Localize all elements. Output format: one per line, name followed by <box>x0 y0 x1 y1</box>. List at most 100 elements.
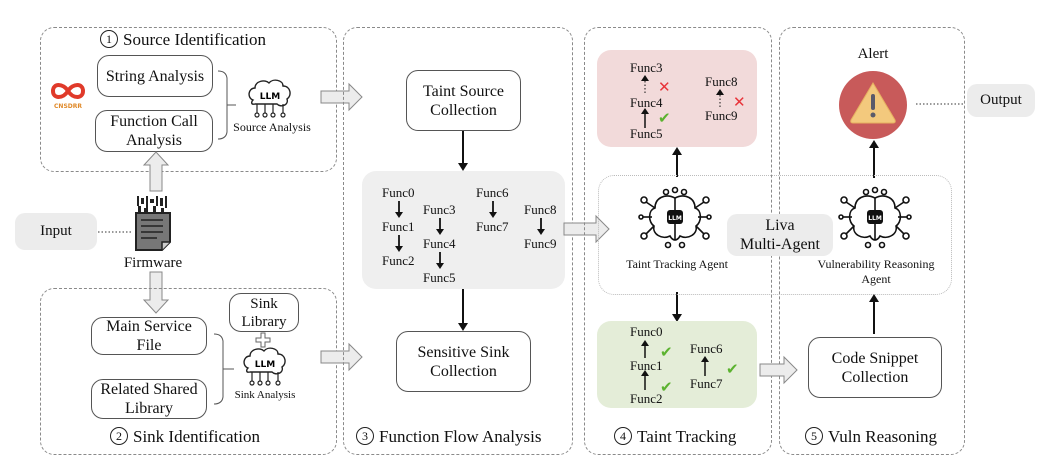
func-label: Func8 <box>705 74 738 89</box>
check-icon: ✔ <box>660 378 673 396</box>
func-label: Func4 <box>423 236 456 251</box>
func-label: Func5 <box>423 270 456 285</box>
alert-warning-icon <box>839 71 907 139</box>
chain-arrow-down <box>436 252 444 269</box>
func-label: Func7 <box>476 219 509 234</box>
flow-arrow-down <box>458 289 468 331</box>
sink-analysis-label: Sink Analysis <box>234 389 296 401</box>
snippet-to-agent-arrow <box>869 294 879 334</box>
related-shared-library-box: Related Shared Library <box>91 379 207 419</box>
chain-arrow-down <box>537 218 545 235</box>
rejected-paths-panel <box>597 50 757 147</box>
func-label: Func6 <box>690 341 723 356</box>
check-icon: ✔ <box>658 109 671 127</box>
func-label: Func2 <box>382 253 415 268</box>
sink-identification-section <box>40 288 337 455</box>
func-label: Func1 <box>630 358 663 373</box>
solid-arrow-up <box>641 108 649 128</box>
tracking-to-reasoning-arrow <box>759 355 798 385</box>
check-icon: ✔ <box>660 343 673 361</box>
func-label: Func7 <box>690 376 723 391</box>
taint-source-collection-box: Taint Source Collection <box>406 70 521 131</box>
input-badge: Input <box>15 213 97 250</box>
multi-agent-group <box>598 175 952 295</box>
svg-text:LLM: LLM <box>260 92 280 102</box>
func-label: Func3 <box>630 60 663 75</box>
sink-library-box: Sink Library <box>229 293 299 332</box>
logo-text: CNSDRR <box>54 103 82 110</box>
string-analysis-box: String Analysis <box>97 55 213 97</box>
solid-arrow-up <box>641 370 649 390</box>
step-number: 3 <box>356 427 374 445</box>
source-analysis-label: Source Analysis <box>233 120 311 134</box>
firmware-file-icon <box>135 196 171 251</box>
svg-text:LLM: LLM <box>255 360 275 370</box>
flow-arrow-down <box>458 131 468 171</box>
solid-arrow-up <box>641 340 649 358</box>
vulnerability-reasoning-agent-label: Vulnerability Reasoning Agent <box>817 257 935 286</box>
func-label: Func6 <box>476 185 509 200</box>
func-label: Func2 <box>630 391 663 406</box>
step-number: 5 <box>805 427 823 445</box>
source-bracket <box>217 70 236 140</box>
func-label: Func4 <box>630 95 663 110</box>
agent-to-alert-arrow <box>869 140 879 178</box>
llm-agent-icon: LLM <box>638 186 712 249</box>
svg-text:LLM: LLM <box>868 215 882 222</box>
sink-to-flow-arrow <box>320 342 363 372</box>
firmware-to-sink-arrow <box>142 271 170 314</box>
dotted-arrow-up <box>641 75 649 95</box>
func-label: Func1 <box>382 219 415 234</box>
dotted-arrow-up <box>716 89 724 109</box>
firmware-to-source-arrow <box>142 151 170 192</box>
function-flow-section <box>343 27 573 455</box>
llm-brain-icon: LLM <box>243 347 286 386</box>
function-call-analysis-box: Function Call Analysis <box>95 110 213 152</box>
taint-tracking-agent-label: Taint Tracking Agent <box>626 257 728 271</box>
func-label: Func5 <box>630 126 663 141</box>
func-label: Func0 <box>630 324 663 339</box>
liva-multi-agent-badge: Liva Multi-Agent <box>727 214 833 256</box>
firmware-label: Firmware <box>123 255 183 271</box>
chain-arrow-down <box>395 235 403 252</box>
cross-icon: ✕ <box>733 93 746 111</box>
chain-arrow-down <box>489 201 497 218</box>
alert-label: Alert <box>857 46 889 62</box>
output-badge: Output <box>967 84 1035 117</box>
accepted-paths-panel <box>597 321 757 408</box>
step-number: 4 <box>614 427 632 445</box>
code-snippet-collection-box: Code Snippet Collection <box>808 337 942 398</box>
main-service-file-box: Main Service File <box>91 317 207 355</box>
solid-arrow-up <box>701 356 709 376</box>
cross-icon: ✕ <box>658 78 671 96</box>
infinity-logo-icon: CNSDRR <box>50 83 86 110</box>
agent-to-rejected-arrow <box>672 147 682 177</box>
func-label: Func0 <box>382 185 415 200</box>
function-chains-panel <box>362 171 565 289</box>
step-number: 2 <box>110 427 128 445</box>
agent-to-accepted-arrow <box>672 292 682 322</box>
func-label: Func3 <box>423 202 456 217</box>
source-to-flow-arrow <box>320 82 363 112</box>
llm-agent-icon: LLM <box>838 186 912 249</box>
chain-arrow-down <box>395 201 403 218</box>
sensitive-sink-collection-box: Sensitive Sink Collection <box>396 331 531 392</box>
func-label: Func8 <box>524 202 557 217</box>
step-number: 1 <box>100 30 118 48</box>
flow-to-tracking-arrow <box>563 214 610 244</box>
sink-bracket <box>213 333 234 405</box>
svg-text:LLM: LLM <box>668 215 682 222</box>
llm-brain-icon: LLM <box>248 79 291 118</box>
input-dotted-line <box>98 231 132 233</box>
func-label: Func9 <box>705 108 738 123</box>
check-icon: ✔ <box>726 360 739 378</box>
plus-icon <box>255 332 271 348</box>
chain-arrow-down <box>436 218 444 235</box>
alert-output-dotted-line <box>916 103 964 105</box>
func-label: Func9 <box>524 236 557 251</box>
